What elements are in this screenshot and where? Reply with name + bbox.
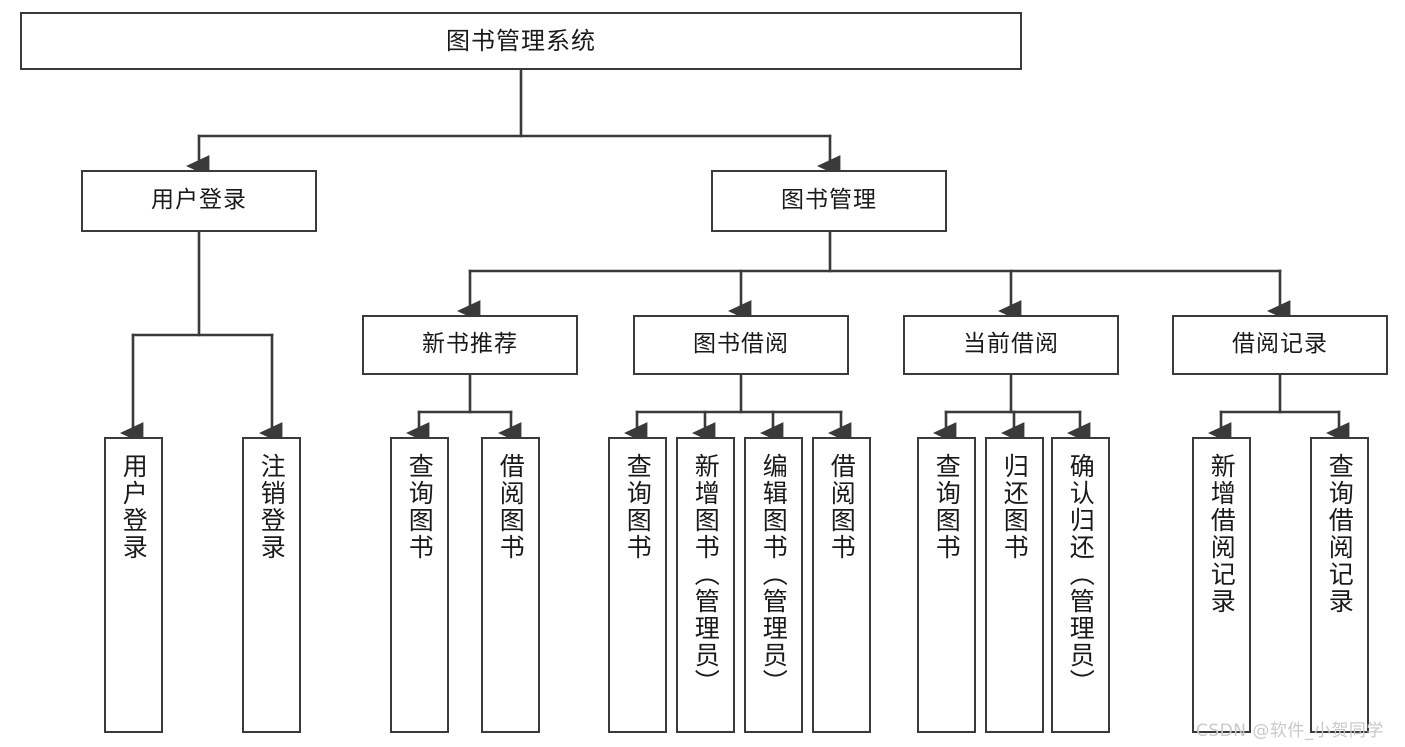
leaf-borrow-book-recommend[interactable]: 借阅图书	[481, 437, 540, 733]
leaf-add-borrow-record[interactable]: 新增借阅记录	[1192, 437, 1251, 733]
node-label: 查询图书	[932, 453, 962, 561]
node-label: 新增借阅记录	[1207, 453, 1237, 615]
node-label: 查询借阅记录	[1325, 453, 1355, 615]
node-label: 用户登录	[151, 187, 247, 214]
leaf-user-login[interactable]: 用户登录	[104, 437, 163, 733]
node-user-login[interactable]: 用户登录	[81, 170, 317, 232]
leaf-confirm-return-admin[interactable]: 确认归还（管理员）	[1051, 437, 1110, 733]
leaf-query-book-borrow[interactable]: 查询图书	[608, 437, 667, 733]
node-label: 新增图书（管理员）	[691, 453, 721, 696]
leaf-borrow-book[interactable]: 借阅图书	[812, 437, 871, 733]
node-label: 编辑图书（管理员）	[759, 453, 789, 696]
node-label: 确认归还（管理员）	[1066, 453, 1096, 696]
leaf-edit-book-admin[interactable]: 编辑图书（管理员）	[744, 437, 803, 733]
node-label: 查询图书	[405, 453, 435, 561]
node-label: 注销登录	[257, 453, 287, 561]
node-book-management[interactable]: 图书管理	[711, 170, 947, 232]
node-label: 借阅图书	[827, 453, 857, 561]
leaf-return-book[interactable]: 归还图书	[985, 437, 1044, 733]
node-label: 新书推荐	[422, 331, 518, 358]
node-root-book-management-system[interactable]: 图书管理系统	[20, 12, 1022, 70]
node-label: 借阅记录	[1232, 331, 1328, 358]
node-current-borrow[interactable]: 当前借阅	[903, 315, 1119, 375]
leaf-query-borrow-record[interactable]: 查询借阅记录	[1310, 437, 1369, 733]
leaf-query-book-current[interactable]: 查询图书	[917, 437, 976, 733]
node-label: 借阅图书	[496, 453, 526, 561]
leaf-query-book-recommend[interactable]: 查询图书	[390, 437, 449, 733]
node-new-book-recommend[interactable]: 新书推荐	[362, 315, 578, 375]
node-label: 当前借阅	[963, 331, 1059, 358]
leaf-user-logout[interactable]: 注销登录	[242, 437, 301, 733]
node-label: 查询图书	[623, 453, 653, 561]
node-borrow-record[interactable]: 借阅记录	[1172, 315, 1388, 375]
node-label: 图书借阅	[693, 331, 789, 358]
node-label: 图书管理	[781, 187, 877, 214]
node-label: 图书管理系统	[446, 26, 596, 55]
watermark: CSDN @软件_小贺同学	[1196, 721, 1384, 741]
node-label: 用户登录	[119, 453, 149, 561]
leaf-add-book-admin[interactable]: 新增图书（管理员）	[676, 437, 735, 733]
node-book-borrow[interactable]: 图书借阅	[633, 315, 849, 375]
node-label: 归还图书	[1000, 453, 1030, 561]
